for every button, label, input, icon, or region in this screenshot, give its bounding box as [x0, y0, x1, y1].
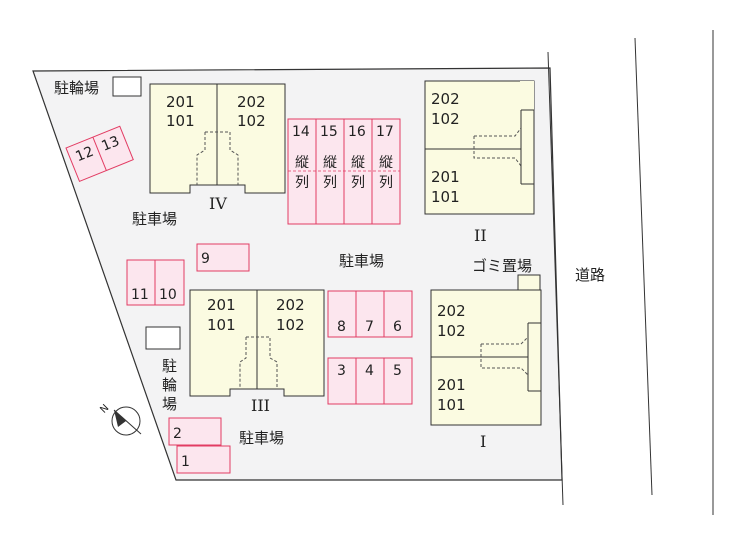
space-number: 11: [131, 287, 149, 303]
unit-label: 102: [431, 110, 460, 128]
space-number: 6: [393, 319, 402, 335]
parking-11-10: 11 10: [126, 259, 185, 306]
space-number: 2: [173, 426, 182, 442]
unit-label: 101: [437, 396, 466, 414]
unit-label: 101: [207, 316, 236, 334]
unit-label: 202: [276, 296, 305, 314]
building-ii: 202 102 201 101 II: [424, 80, 535, 245]
space-number: 10: [159, 287, 177, 303]
space-number: 12: [73, 144, 96, 166]
north-label: N: [98, 403, 111, 416]
unit-label: 201: [431, 168, 460, 186]
parking-space-9: [196, 243, 250, 272]
unit-label: 101: [431, 188, 460, 206]
space-number: 4: [365, 363, 374, 379]
tandem-label: 列: [351, 175, 365, 191]
space-number: 5: [393, 363, 402, 379]
bicycle-parking-top: [112, 76, 142, 97]
building-iv: 201 101 202 102 IV: [149, 83, 286, 213]
parking-12-13: 12 13: [65, 125, 134, 183]
space-number: 8: [337, 319, 346, 335]
unit-label: 102: [237, 112, 266, 130]
space-number: 16: [348, 124, 366, 140]
building-i: 202 102 201 101 I: [430, 289, 542, 451]
garbage-area: [517, 274, 541, 291]
unit-label: 201: [207, 296, 236, 314]
tandem-label: 縦: [379, 155, 393, 171]
parking-space-1: [176, 445, 231, 474]
unit-label: 102: [437, 322, 466, 340]
space-number: 14: [292, 124, 310, 140]
building-name: IV: [209, 194, 227, 213]
tandem-label: 列: [379, 175, 393, 191]
space-number: 7: [365, 319, 374, 335]
building-name: I: [480, 432, 486, 451]
unit-label: 202: [431, 90, 460, 108]
unit-label: 201: [437, 376, 466, 394]
space-number: 9: [201, 251, 210, 267]
tandem-label: 列: [295, 175, 309, 191]
space-number: 3: [337, 363, 346, 379]
garbage-label: ゴミ置場: [472, 257, 532, 275]
tandem-label: 縦: [323, 155, 337, 171]
tandem-label: 列: [323, 175, 337, 191]
bicycle-label-top: 駐輪場: [54, 79, 99, 97]
unit-label: 102: [276, 316, 305, 334]
space-number: 15: [320, 124, 338, 140]
parking-8-7-6: 8 7 6: [327, 290, 413, 338]
north-arrow-icon: N: [98, 403, 142, 436]
unit-label: 201: [166, 93, 195, 111]
road-label: 道路: [575, 266, 605, 284]
tandem-parking: 14 15 16 17 縦 縦 縦 縦 列 列 列 列: [287, 118, 401, 225]
parking-3-4-5: 3 4 5: [327, 357, 413, 405]
building-iii: 201 101 202 102 III: [189, 289, 325, 415]
space-number: 1: [181, 454, 190, 470]
building-name: II: [474, 226, 487, 245]
parking-label-main: 駐車場: [339, 252, 384, 270]
parking-space-2: [168, 417, 222, 446]
road-edge-1: [547, 51, 564, 506]
unit-label: 202: [437, 302, 466, 320]
bicycle-parking-left: [145, 326, 181, 350]
building-name: III: [251, 396, 270, 415]
space-number: 13: [99, 133, 122, 155]
bicycle-label-left: 駐: [162, 357, 177, 375]
tandem-label: 縦: [351, 155, 365, 171]
parking-label-bottom: 駐車場: [239, 429, 284, 447]
unit-label: 101: [166, 112, 195, 130]
road-edge-2: [634, 37, 653, 496]
unit-label: 202: [237, 93, 266, 111]
parking-label-left: 駐車場: [132, 210, 177, 228]
tandem-label: 縦: [295, 155, 309, 171]
bicycle-label-left: 輪: [162, 376, 177, 394]
space-number: 17: [376, 124, 394, 140]
bicycle-label-left: 場: [162, 395, 177, 413]
